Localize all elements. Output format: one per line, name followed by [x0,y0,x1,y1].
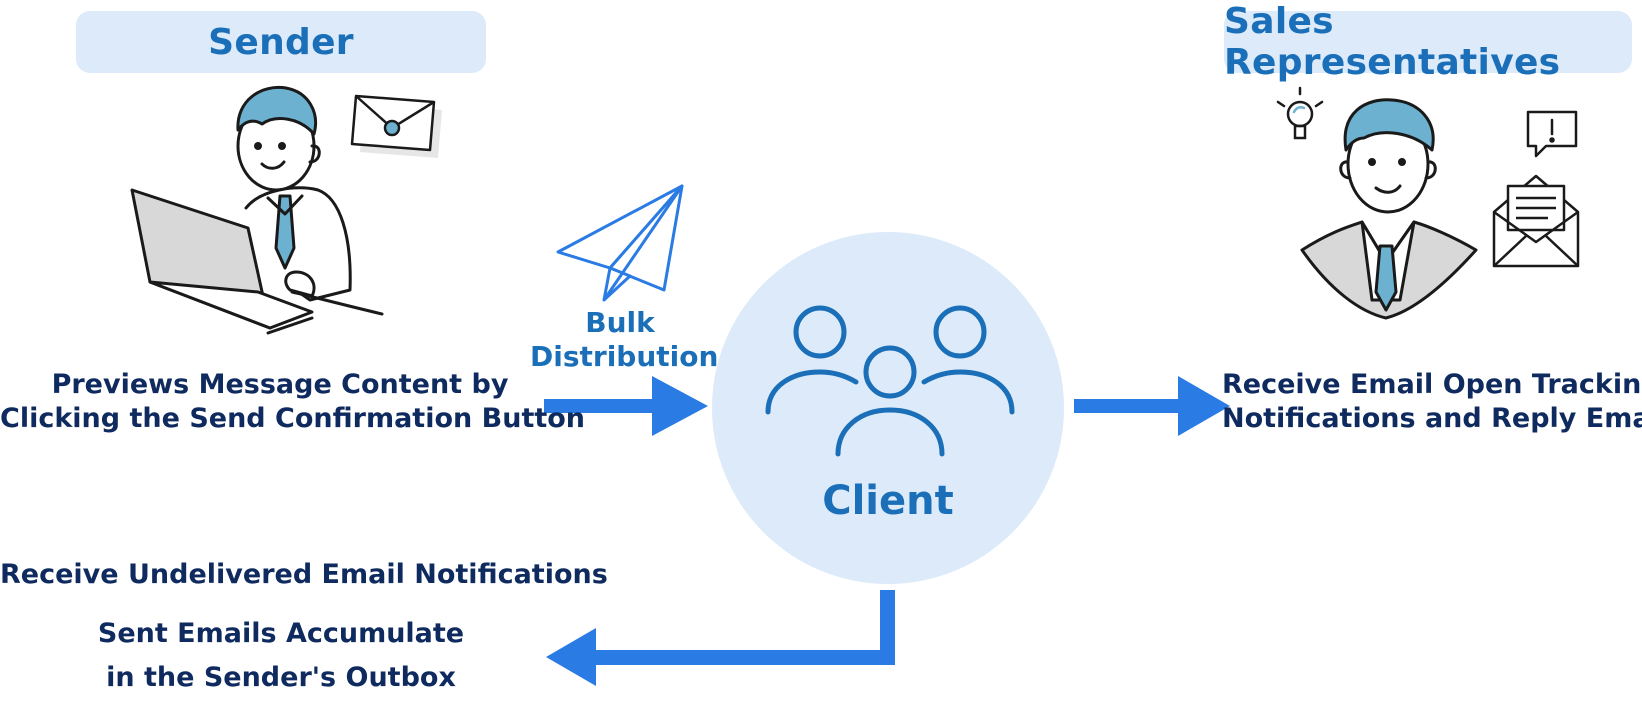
open-envelope-icon [1492,174,1580,268]
bulk-line2: Distribution [530,340,719,373]
outbox-line1: Sent Emails Accumulate [97,618,465,649]
send-arrow [544,376,708,436]
sales-person-icon [1300,98,1478,320]
alert-bubble-icon [1526,110,1578,158]
client-group-icon [765,305,1015,457]
sender-person-icon [130,85,384,335]
outbox-label: Sent Emails Accumulate in the Sender's O… [60,612,502,700]
sales-title: Sales Representatives [1224,1,1632,83]
sender-title-text: Sender [208,21,354,63]
bulk-line1: Bulk [585,306,655,339]
outbox-line2: in the Sender's Outbox [106,662,456,693]
undelivered-notification-label: Receive Undelivered Email Notifications [0,559,608,590]
sender-title: Sender [76,11,486,73]
sender-desc-line1: Previews Message Content by [51,369,509,400]
sender-desc-line2: Clicking the Send Confirmation Button [0,403,586,434]
paper-plane-icon [556,184,684,302]
return-arrow [546,590,895,686]
sales-title-text: Sales Representatives [1224,1,1561,83]
sales-description: Receive Email Open Tracking Notification… [1222,368,1642,436]
bulk-distribution-label: Bulk Distribution [530,306,719,374]
lightbulb-icon [1276,86,1324,140]
client-label: Client [822,478,954,524]
envelope-icon [350,94,442,158]
sender-description: Previews Message Content by Clicking the… [0,368,586,436]
notify-arrow [1074,376,1230,436]
sales-desc-line2: Notifications and Reply Email [1222,403,1642,434]
sales-desc-line1: Receive Email Open Tracking [1222,369,1642,400]
